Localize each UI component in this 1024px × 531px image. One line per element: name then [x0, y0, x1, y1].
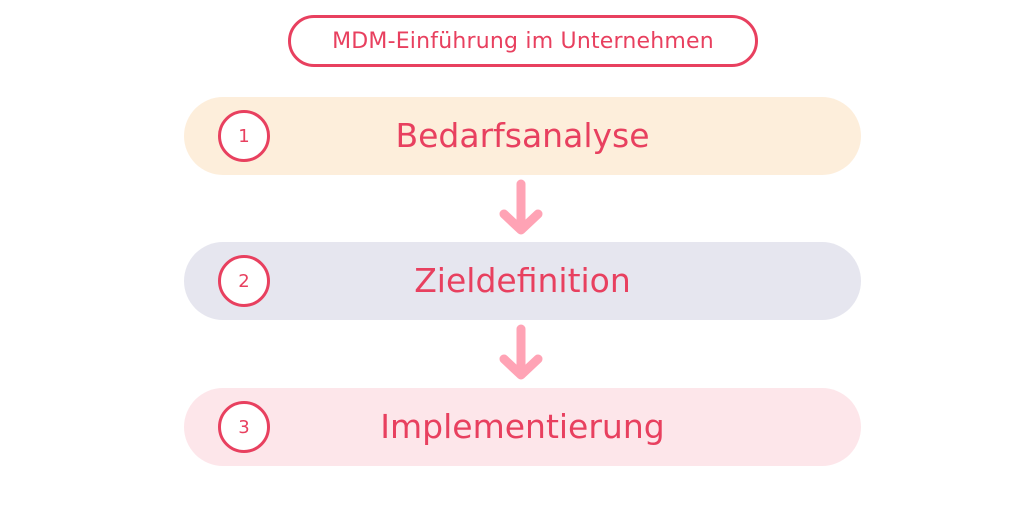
step-number: 1	[238, 125, 250, 147]
step-label: Bedarfsanalyse	[395, 116, 650, 155]
step-2-zieldefinition: 2 Zieldefinition	[184, 242, 861, 320]
step-number: 2	[238, 270, 250, 292]
step-3-implementierung: 3 Implementierung	[184, 388, 861, 466]
diagram-title: MDM-Einführung im Unternehmen	[288, 15, 758, 67]
step-label: Zieldefinition	[414, 261, 631, 300]
step-1-bedarfsanalyse: 1 Bedarfsanalyse	[184, 97, 861, 175]
arrow-down-icon	[499, 179, 543, 235]
diagram-title-text: MDM-Einführung im Unternehmen	[332, 28, 714, 54]
step-label: Implementierung	[380, 407, 665, 446]
step-number: 3	[238, 416, 250, 438]
step-number-badge: 1	[218, 110, 270, 162]
arrow-down-icon	[499, 324, 543, 380]
step-number-badge: 2	[218, 255, 270, 307]
step-number-badge: 3	[218, 401, 270, 453]
